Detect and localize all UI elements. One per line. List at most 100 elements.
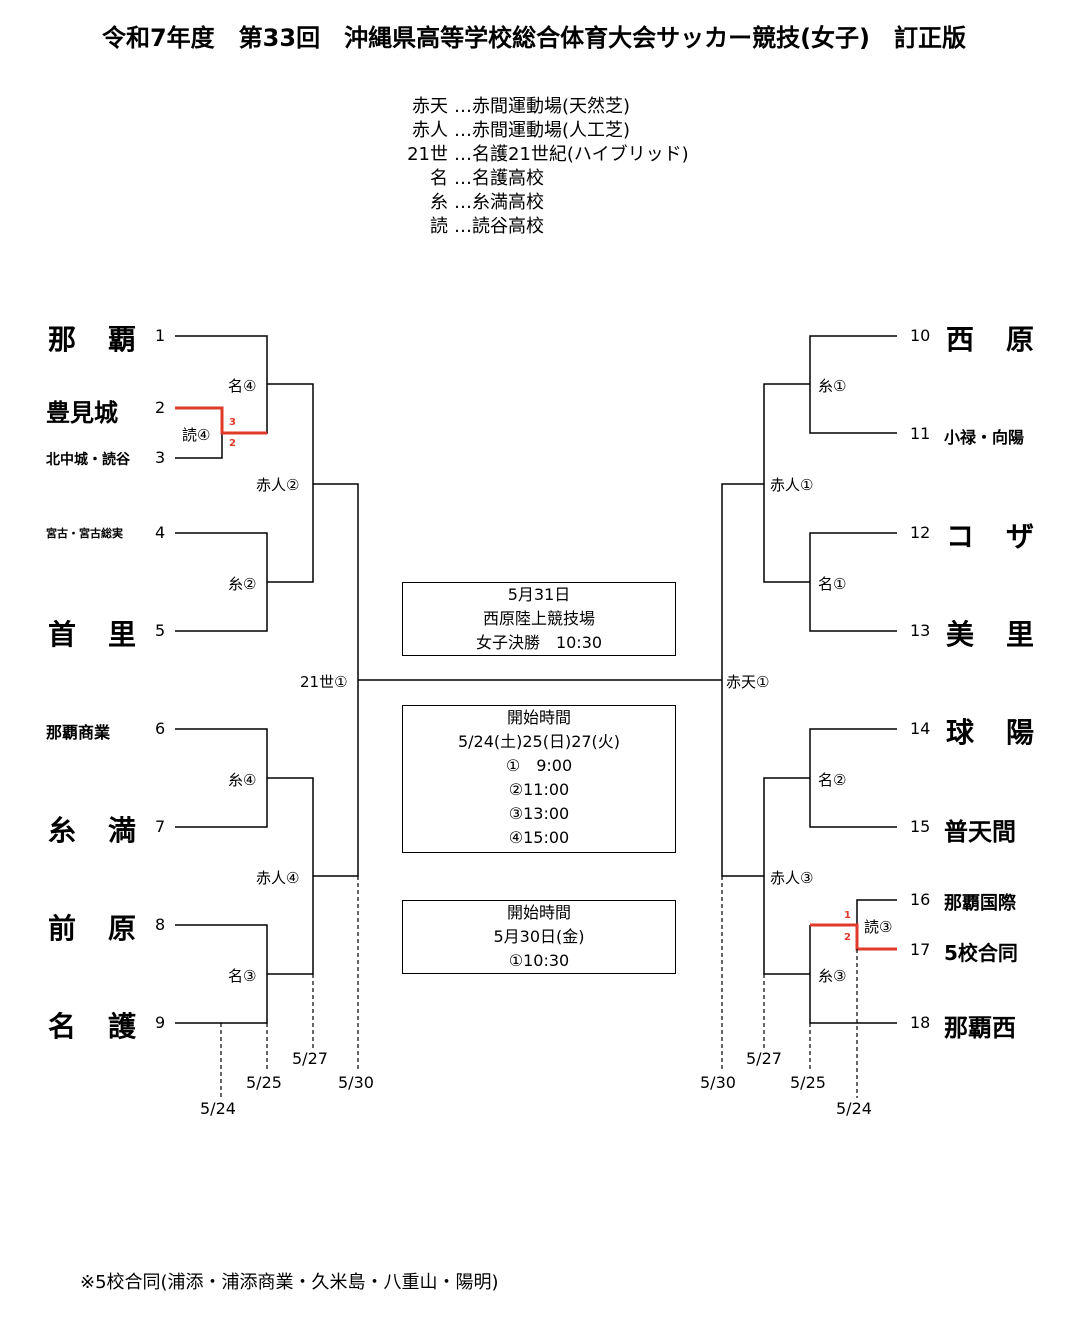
bracket-line	[721, 483, 764, 877]
team-seed: 9	[155, 1013, 166, 1032]
legend-abbr: 名	[430, 168, 448, 189]
match-score: 2	[844, 932, 851, 943]
team-seed: 12	[910, 523, 931, 542]
team-seed: 1	[155, 326, 166, 345]
round-date: 5/24	[200, 1099, 236, 1118]
start-time-title: 開始時間	[506, 708, 571, 727]
team-seed: 14	[910, 719, 931, 738]
team-seed: 16	[910, 890, 931, 909]
winner-path	[175, 406, 267, 435]
team-name: コ ザ	[946, 520, 1037, 553]
team-name: 那覇西	[944, 1014, 1016, 1042]
match-venue: 読④	[182, 426, 211, 444]
match-venue: 赤人①	[770, 476, 814, 494]
start-time-days: 5/24(土)25(日)27(火)	[457, 732, 621, 751]
footnote: ※5校合同(浦添・浦添商業・久米島・八重山・陽明)	[80, 1272, 499, 1293]
final-match: 女子決勝 10:30	[475, 633, 603, 652]
start-time-box-2: 開始時間 5月30日(金) ①10:30	[402, 900, 676, 974]
legend-desc: …読谷高校	[454, 216, 544, 237]
legend-desc: …赤間運動場(人工芝)	[454, 120, 631, 141]
match-venue: 読③	[864, 918, 893, 936]
team-name: 北中城・読谷	[46, 452, 130, 468]
team-seed: 6	[155, 719, 166, 738]
start-time-slot: ① 9:00	[505, 756, 573, 775]
start-time-slot: ③13:00	[508, 804, 570, 823]
team-name: 首 里	[48, 618, 139, 651]
team-seed: 8	[155, 915, 166, 934]
start-time-slot: ②11:00	[508, 780, 570, 799]
team-seed: 15	[910, 817, 931, 836]
legend-desc: …名護21世紀(ハイブリッド)	[454, 144, 689, 165]
match-score: 3	[229, 417, 236, 428]
team-name: 美 里	[946, 618, 1037, 651]
round-date: 5/30	[700, 1073, 736, 1092]
team-name: 那覇商業	[46, 723, 111, 742]
round-date: 5/30	[338, 1073, 374, 1092]
legend-abbr: 糸	[430, 192, 448, 213]
team-name: 豊見城	[46, 399, 118, 427]
bracket-line	[809, 532, 897, 632]
team-name: 名 護	[48, 1010, 139, 1043]
winner-path	[810, 923, 897, 951]
match-venue: 名②	[818, 771, 847, 789]
bracket-line	[763, 383, 810, 583]
match-score: 1	[844, 910, 851, 921]
match-score: 2	[229, 438, 236, 449]
match-venue: 21世①	[300, 673, 348, 691]
legend-abbr: 赤天	[412, 96, 448, 117]
team-seed: 4	[155, 523, 166, 542]
legend-desc: …糸満高校	[454, 192, 544, 213]
bracket-line	[267, 383, 314, 583]
team-name: 前 原	[48, 912, 139, 945]
legend-abbr: 21世	[407, 144, 448, 165]
legend-abbr: 赤人	[412, 120, 448, 141]
legend-desc: …名護高校	[454, 168, 544, 189]
start-time-slot: ①10:30	[508, 951, 570, 970]
team-name: 糸 満	[48, 814, 139, 847]
round-date: 5/25	[246, 1073, 282, 1092]
team-seed: 10	[910, 326, 931, 345]
legend-abbr: 読	[430, 216, 448, 237]
team-seed: 13	[910, 621, 931, 640]
team-name: 西 原	[946, 323, 1037, 356]
match-venue: 赤人④	[256, 869, 300, 887]
team-name: 普天間	[944, 818, 1016, 846]
team-seed: 11	[910, 424, 931, 443]
match-venue: 名③	[228, 967, 257, 985]
match-venue: 糸③	[818, 967, 847, 985]
legend-desc: …赤間運動場(天然芝)	[454, 96, 631, 117]
team-name: 小禄・向陽	[944, 428, 1025, 447]
start-time-days: 5月30日(金)	[493, 927, 585, 946]
round-date: 5/24	[836, 1099, 872, 1118]
match-venue: 糸①	[818, 377, 847, 395]
team-seed: 5	[155, 621, 166, 640]
round-date: 5/25	[790, 1073, 826, 1092]
team-seed: 18	[910, 1013, 931, 1032]
team-seed: 2	[155, 398, 166, 417]
start-time-slot: ④15:00	[508, 828, 570, 847]
bracket-line	[267, 777, 314, 975]
start-time-title: 開始時間	[506, 903, 571, 922]
page-title: 令和7年度 第33回 沖縄県高等学校総合体育大会サッカー競技(女子) 訂正版	[101, 24, 967, 52]
match-venue: 赤人②	[256, 476, 300, 494]
team-name: 宮古・宮古総実	[46, 527, 123, 540]
team-name: 那覇国際	[944, 893, 1016, 914]
match-venue: 糸④	[228, 771, 257, 789]
match-venue: 糸②	[228, 575, 257, 593]
match-venue: 赤天①	[726, 673, 770, 691]
match-venue: 赤人③	[770, 869, 814, 887]
final-info-box: 5月31日 西原陸上競技場 女子決勝 10:30	[402, 582, 676, 656]
round-date: 5/27	[746, 1049, 782, 1068]
bracket-line	[763, 777, 810, 975]
final-date: 5月31日	[507, 585, 571, 604]
start-time-box: 開始時間 5/24(土)25(日)27(火) ① 9:00 ②11:00 ③13…	[402, 705, 676, 853]
team-seed: 3	[155, 448, 166, 467]
team-seed: 7	[155, 817, 166, 836]
team-name: 那 覇	[48, 323, 139, 356]
match-venue: 名①	[818, 575, 847, 593]
final-venue: 西原陸上競技場	[482, 609, 595, 628]
team-seed: 17	[910, 940, 931, 959]
round-date: 5/27	[292, 1049, 328, 1068]
bracket-line	[175, 532, 268, 632]
